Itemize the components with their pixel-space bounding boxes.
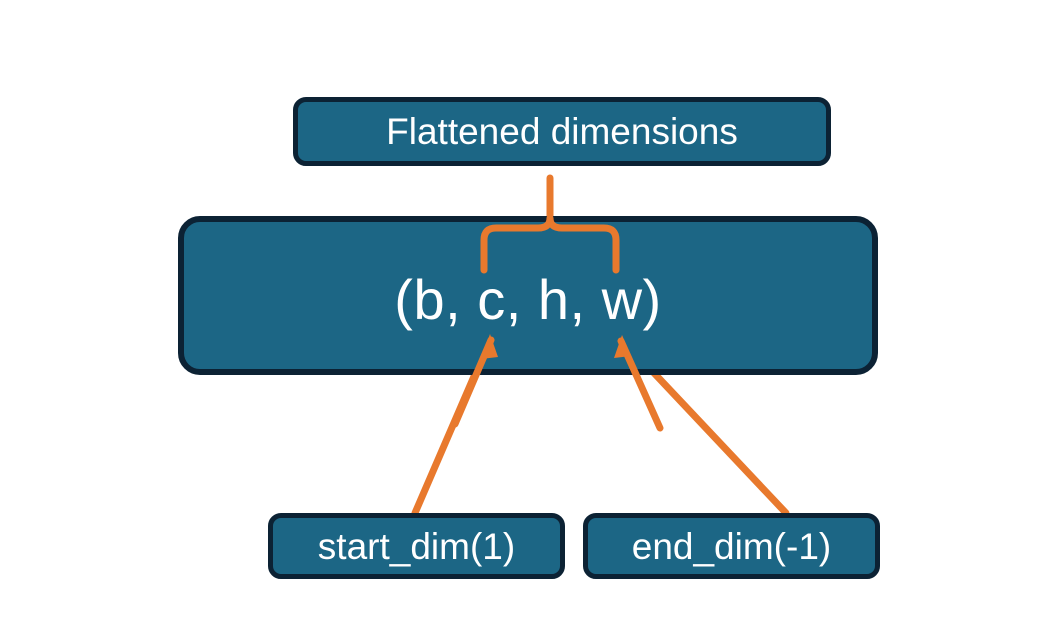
start-dim-label: start_dim(1) [317, 525, 516, 567]
flattened-dimensions-label: Flattened dimensions [386, 111, 738, 152]
end-dim-node[interactable]: end_dim(-1) [583, 513, 880, 579]
tensor-shape-tuple-label: (b, c, h, w) [394, 268, 662, 331]
tensor-shape-tuple-node[interactable]: (b, c, h, w) [178, 216, 878, 375]
flattened-dimensions-node[interactable]: Flattened dimensions [293, 97, 831, 166]
start-dim-node[interactable]: start_dim(1) [268, 513, 565, 579]
end-dim-label: end_dim(-1) [631, 525, 832, 567]
